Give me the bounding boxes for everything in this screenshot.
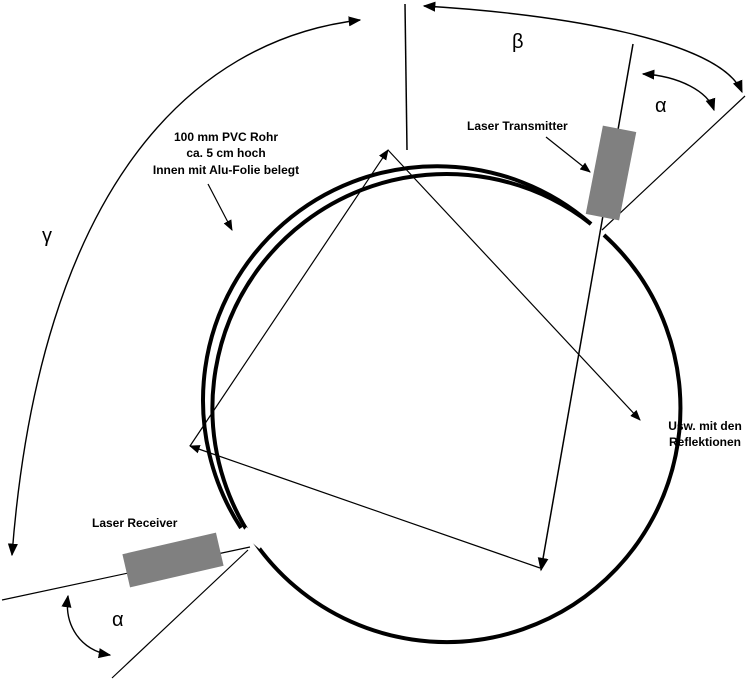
alpha-bottom-label: α — [112, 609, 124, 631]
laser-transmitter-device — [585, 125, 637, 221]
alpha-bottom-arc — [61, 594, 112, 659]
beam-bottom-to-left — [188, 445, 541, 569]
beam-top-to-right — [387, 149, 641, 421]
reflections-note-line2: Reflektionen — [669, 435, 741, 449]
gamma-label: γ — [42, 225, 52, 247]
transmitter-label-pointer — [545, 136, 591, 173]
transmitter-reference-line — [601, 95, 746, 231]
pvc-pipe-arc-upper — [201, 164, 593, 530]
pipe-label-line2: ca. 5 cm hoch — [186, 146, 265, 160]
receiver-reference-line — [111, 549, 249, 679]
laser-receiver-device — [122, 532, 224, 588]
alpha-top-arc — [641, 69, 716, 112]
pipe-label-line3: Innen mit Alu-Folie belegt — [153, 163, 299, 177]
reference-line-vertical — [404, 3, 408, 151]
reflections-note-line1: Usw. mit den — [668, 419, 742, 433]
beam-left-to-top — [189, 149, 389, 447]
receiver-label: Laser Receiver — [92, 516, 178, 530]
transmitter-label: Laser Transmitter — [467, 119, 568, 133]
pipe-label-line1: 100 mm PVC Rohr — [174, 130, 278, 144]
beta-label: β — [512, 31, 524, 53]
gamma-arc — [7, 16, 362, 557]
pvc-pipe-arc-main — [210, 172, 683, 644]
pipe-label-pointer — [207, 183, 233, 231]
beta-arc — [422, 1, 743, 94]
alpha-top-label: α — [655, 95, 667, 117]
